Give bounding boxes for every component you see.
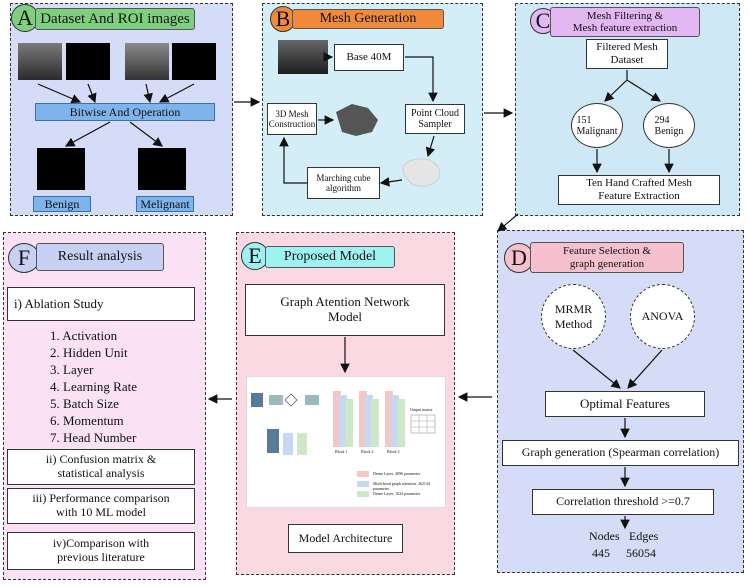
anova-circle: ANOVA <box>630 284 695 349</box>
roi-mask-2 <box>172 43 216 80</box>
gat-model-box: Graph Atention Network Model <box>245 284 445 336</box>
benign-label: Benign <box>33 196 91 212</box>
ablation-item-2: 2. Hidden Unit <box>50 345 128 360</box>
ablation-item-3: 3. Layer <box>50 362 94 377</box>
marching-cube-box: Marching cube algorithm <box>307 167 380 199</box>
architecture-legend-2: Multi-head graph attention, 262144 param… <box>373 481 430 491</box>
ultrasound-image-1 <box>18 43 62 80</box>
correlation-threshold-box: Correlation threshold >=0.7 <box>532 489 714 515</box>
performance-comparison-box: iii) Performance comparison with 10 ML m… <box>7 488 195 524</box>
literature-comparison-box: iv)Comparison with previous literature <box>7 532 195 570</box>
model-architecture-box: Model Architecture <box>288 524 403 553</box>
architecture-legend-3: Dense Layer, 1024 parameter <box>373 491 421 496</box>
mrmr-method-circle: MRMR Method <box>541 284 606 349</box>
architecture-output: Output matrix <box>410 407 433 412</box>
ablation-item-1: 1. Activation <box>50 328 118 343</box>
feature-extraction-box: Ten Hand Crafted Mesh Feature Extraction <box>558 175 720 205</box>
architecture-block-2: Block 2 <box>361 449 374 454</box>
roi-mask-1 <box>66 43 110 80</box>
architecture-legend-1: Dense Layer, 4096 parameter <box>373 471 421 476</box>
panel-a-title: Dataset And ROI images <box>35 8 195 30</box>
mesh-input-image <box>278 40 328 74</box>
ablation-item-5: 5. Batch Size <box>50 396 119 411</box>
panel-c-title: Mesh Filtering & Mesh feature extraction <box>550 7 700 37</box>
panel-d-title: Feature Selection & graph generation <box>530 242 684 273</box>
panel-b-title: Mesh Generation <box>292 9 444 29</box>
malignant-label: Melignant <box>136 196 194 212</box>
filtered-mesh-dataset-box: Filtered Mesh Dataset <box>586 39 668 69</box>
ablation-item-4: 4. Learning Rate <box>50 379 137 394</box>
bitwise-and-operation: Bitwise And Operation <box>35 103 215 121</box>
model-architecture-figure: Block 1 Block 2 Block 3 Output matrix De… <box>246 376 446 508</box>
panel-d-letter: D <box>504 243 534 273</box>
3d-mesh-construction-box: 3D Mesh Construction <box>267 103 317 135</box>
panel-f-title: Result analysis <box>36 243 164 271</box>
point-cloud-sampler-box: Point Cloud Sampler <box>405 104 465 134</box>
architecture-block-3: Block 3 <box>387 449 400 454</box>
ablation-item-7: 7. Head Number <box>50 430 137 445</box>
architecture-block-1: Block 1 <box>335 449 348 454</box>
benign-count-circle: 294 Benign <box>643 103 695 148</box>
panel-e-title: Proposed Model <box>265 246 395 268</box>
graph-generation-box: Graph generation (Spearman correlation) <box>502 440 739 466</box>
architecture-diagram <box>251 391 436 497</box>
panel-a-letter: A <box>11 4 39 32</box>
confusion-matrix-box: ii) Confusion matrix & statistical analy… <box>7 449 195 485</box>
nodes-label: Nodes <box>589 529 620 543</box>
panel-f-letter: F <box>8 243 40 273</box>
benign-result-image <box>37 148 85 190</box>
base-40m-box: Base 40M <box>334 44 404 71</box>
edges-label: Edges <box>629 529 659 543</box>
ultrasound-image-2 <box>125 43 169 80</box>
edges-value: 56054 <box>626 546 656 560</box>
optimal-features-box: Optimal Features <box>545 391 705 417</box>
malignant-result-image <box>138 148 186 190</box>
ablation-study-box: i) Ablation Study <box>7 287 195 321</box>
ablation-item-6: 6. Momentum <box>50 413 124 428</box>
nodes-value: 445 <box>592 546 610 560</box>
malignant-count-circle: 151 Malignant <box>571 103 623 148</box>
